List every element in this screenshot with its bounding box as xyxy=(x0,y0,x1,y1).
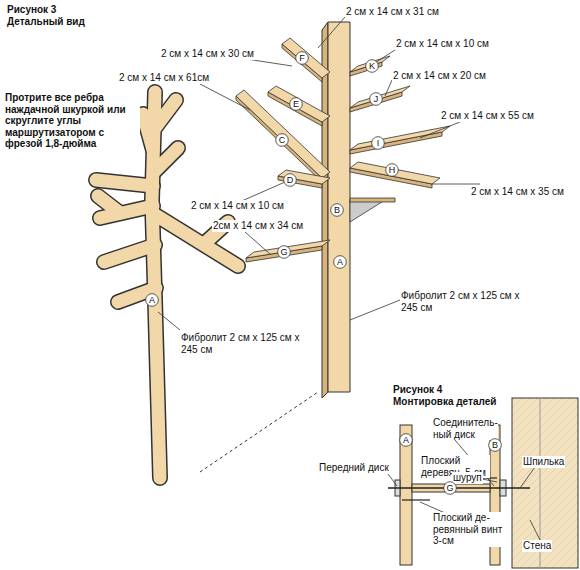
left-tree xyxy=(96,92,238,478)
dimension-label: Передний диск xyxy=(318,462,390,474)
callout-text: A xyxy=(145,293,159,307)
callout-text: G xyxy=(443,481,457,495)
assembly-line xyxy=(200,392,318,472)
heading-text: Протрите все ребра наждачной шкуркой или… xyxy=(4,92,140,150)
dimension-label: шуруп xyxy=(452,472,483,484)
callout-text: I xyxy=(371,136,385,150)
heading-text: Рисунок 3 xyxy=(6,4,57,16)
callout-letter: J xyxy=(369,92,383,106)
leader-lines xyxy=(100,17,540,540)
dimension-label: 2 см х 14 см х 30 см xyxy=(160,48,255,60)
callout-text: D xyxy=(283,173,297,187)
callout-text: J xyxy=(369,92,383,106)
callout-letter: E xyxy=(289,97,303,111)
heading-text: Монтировка деталей xyxy=(392,396,497,408)
callout-text: K xyxy=(365,59,379,73)
callout-letter: G xyxy=(277,245,291,259)
dimension-label: 2 см х 14 см х 61см xyxy=(118,72,210,84)
callout-letter: D xyxy=(283,173,297,187)
heading-text: Детальный вид xyxy=(6,16,86,28)
callout-text: B xyxy=(488,438,502,452)
callout-text: A xyxy=(399,433,413,447)
callout-text: F xyxy=(295,51,309,65)
callout-letter: B xyxy=(488,438,502,452)
dimension-label: Плоский де-ревянный винт 3-см xyxy=(432,512,504,547)
callout-text: B xyxy=(330,203,344,217)
callout-text: H xyxy=(385,163,399,177)
dimension-label: Соединитель-ный диск xyxy=(432,417,498,440)
callout-letter: I xyxy=(371,136,385,150)
dimension-label: 2см х 14 см х 34 см xyxy=(212,220,304,232)
callout-letter: B xyxy=(330,203,344,217)
callout-text: A xyxy=(333,255,347,269)
callout-letter: C xyxy=(275,133,289,147)
dimension-label: Стена xyxy=(522,540,552,552)
dimension-label: 2 см х 14 см х 55 см xyxy=(440,110,535,122)
dimension-label: Фибролит 2 см х 125 см х 245 см xyxy=(180,332,302,355)
dimension-label: 2 см х 14 см х 10 см xyxy=(190,200,285,212)
callout-letter: A xyxy=(399,433,413,447)
dimension-label: Шпилька xyxy=(522,456,565,468)
callout-text: E xyxy=(289,97,303,111)
callout-letter: A xyxy=(145,293,159,307)
callout-letter: F xyxy=(295,51,309,65)
callout-letter: G xyxy=(443,481,457,495)
callout-letter: A xyxy=(333,255,347,269)
callout-text: G xyxy=(277,245,291,259)
dimension-label: 2 см х 14 см х 35 см xyxy=(470,186,565,198)
dimension-label: 2 см х 14 см х 31 см xyxy=(345,6,440,18)
dimension-label: 2 см х 14 см х 20 см xyxy=(392,70,487,82)
dimension-label: Фибролит 2 см х 125 см х 245 см xyxy=(400,290,532,313)
dimension-label: 2 см х 14 см х 10 см xyxy=(395,38,490,50)
callout-text: C xyxy=(275,133,289,147)
callout-letter: H xyxy=(385,163,399,177)
mount-detail xyxy=(388,398,578,568)
callout-letter: K xyxy=(365,59,379,73)
heading-text: Рисунок 4 xyxy=(392,384,443,396)
